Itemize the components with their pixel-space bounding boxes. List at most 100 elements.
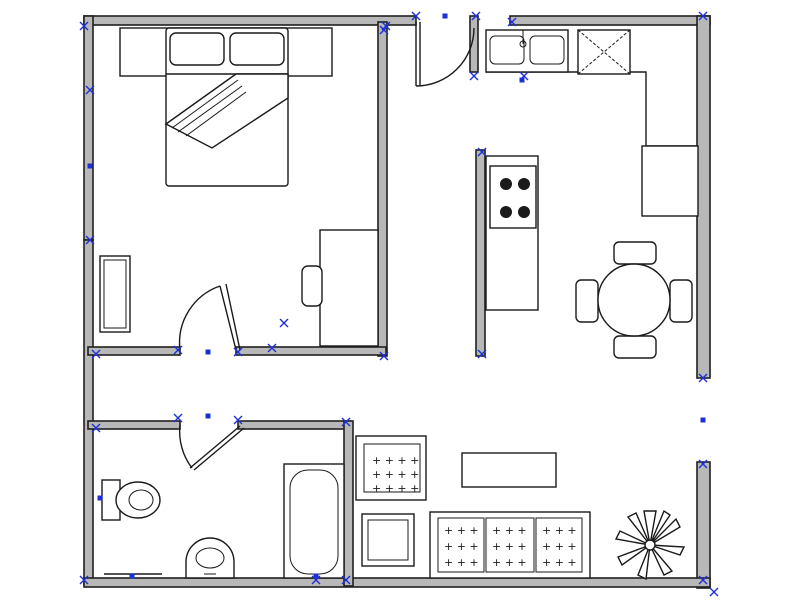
- entry-door[interactable]: [415, 22, 475, 87]
- wall-right-lower[interactable]: [696, 461, 711, 589]
- selection-handles[interactable]: [79, 11, 719, 597]
- wall-kitchen-divider[interactable]: [475, 149, 486, 357]
- wall-bedroom-bottom-left[interactable]: [87, 346, 181, 356]
- desk-chair[interactable]: [301, 265, 323, 307]
- selection-handle-x[interactable]: [469, 71, 479, 81]
- svg-text:+ + +: + + +: [542, 556, 577, 569]
- selection-handle-x[interactable]: [173, 345, 183, 355]
- selection-handle-x[interactable]: [233, 347, 243, 357]
- double-bed[interactable]: [164, 27, 289, 187]
- selection-handle-x[interactable]: [233, 415, 243, 425]
- svg-text:+ + + +: + + + +: [372, 482, 419, 495]
- selection-handle-x[interactable]: [507, 17, 517, 27]
- selection-handle-x[interactable]: [79, 575, 89, 585]
- wall-left-lower[interactable]: [83, 239, 94, 586]
- svg-text:+ + +: + + +: [542, 524, 577, 537]
- wall-top-right[interactable]: [509, 15, 711, 26]
- washbasin[interactable]: [185, 537, 235, 579]
- potted-plant[interactable]: [614, 509, 686, 581]
- selection-handle-x[interactable]: [279, 318, 289, 328]
- selection-handle-square[interactable]: [205, 413, 211, 419]
- wall-bedroom-bottom-right[interactable]: [235, 346, 387, 356]
- selection-handle-x[interactable]: [85, 235, 95, 245]
- wall-left-upper[interactable]: [83, 15, 94, 241]
- wall-bathroom-top-left[interactable]: [87, 420, 181, 430]
- svg-text:+ + + +: + + + +: [372, 468, 419, 481]
- selection-handle-x[interactable]: [85, 85, 95, 95]
- stove[interactable]: [489, 165, 537, 229]
- sofa[interactable]: + + ++ + ++ + + + + ++ + ++ + + + + ++ +…: [429, 511, 591, 579]
- refrigerator[interactable]: [641, 145, 699, 217]
- selection-handle-x[interactable]: [698, 11, 708, 21]
- wall-bathroom-right[interactable]: [343, 420, 354, 587]
- selection-handle-square[interactable]: [700, 417, 706, 423]
- selection-handle-square[interactable]: [129, 573, 135, 579]
- selection-handle-x[interactable]: [471, 11, 481, 21]
- end-table[interactable]: [361, 513, 415, 567]
- chair[interactable]: [669, 279, 693, 323]
- svg-text:+ + + +: + + + +: [372, 454, 419, 467]
- selection-handle-x[interactable]: [411, 11, 421, 21]
- bathroom-door[interactable]: [178, 424, 245, 471]
- selection-handle-x[interactable]: [379, 25, 389, 35]
- toilet[interactable]: [101, 479, 161, 521]
- bathroom: [101, 424, 345, 579]
- kitchen-island[interactable]: [485, 155, 539, 311]
- selection-handle-x[interactable]: [91, 423, 101, 433]
- wall-bottom[interactable]: [83, 577, 711, 588]
- dining-set[interactable]: [575, 241, 693, 359]
- chair[interactable]: [613, 241, 657, 265]
- wall-top-left[interactable]: [83, 15, 417, 26]
- pillow: [229, 32, 285, 66]
- selection-handle-square[interactable]: [442, 13, 448, 19]
- svg-text:+ + +: + + +: [444, 540, 479, 553]
- double-sink[interactable]: [485, 29, 569, 73]
- svg-text:+ + +: + + +: [542, 540, 577, 553]
- chair[interactable]: [613, 335, 657, 359]
- kitchen: [415, 22, 699, 311]
- chair[interactable]: [575, 279, 599, 323]
- selection-handle-x[interactable]: [267, 343, 277, 353]
- dresser[interactable]: [99, 255, 131, 333]
- burner: [500, 178, 512, 190]
- selection-handle-x[interactable]: [698, 575, 708, 585]
- selection-handle-x[interactable]: [477, 349, 487, 359]
- burner: [518, 206, 530, 218]
- svg-text:+ + +: + + +: [492, 524, 527, 537]
- svg-text:+ + +: + + +: [444, 556, 479, 569]
- round-table[interactable]: [597, 263, 671, 337]
- selection-handle-x[interactable]: [477, 147, 487, 157]
- counter-edge: [486, 71, 696, 147]
- selection-handle-square[interactable]: [205, 349, 211, 355]
- coffee-table[interactable]: [461, 452, 557, 488]
- selection-handle-square[interactable]: [519, 77, 525, 83]
- selection-handle-x[interactable]: [311, 575, 321, 585]
- selection-handle-x[interactable]: [379, 351, 389, 361]
- burner: [518, 178, 530, 190]
- bedroom: [99, 27, 379, 351]
- wall-bathroom-top-right[interactable]: [237, 420, 351, 430]
- selection-handle-square[interactable]: [87, 163, 93, 169]
- svg-text:+ + +: + + +: [444, 524, 479, 537]
- selection-handle-x[interactable]: [91, 349, 101, 359]
- selection-handle-x[interactable]: [698, 459, 708, 469]
- desk[interactable]: [319, 229, 379, 347]
- wall-right-upper[interactable]: [696, 15, 711, 379]
- range-hood[interactable]: [577, 29, 631, 75]
- living-room: + + + + + + + + + + + + + + + + + + + + + …: [355, 435, 686, 581]
- armchair[interactable]: + + + + + + + + + + + +: [355, 435, 427, 501]
- bathtub[interactable]: [283, 463, 345, 579]
- selection-handle-square[interactable]: [97, 495, 103, 501]
- selection-handle-x[interactable]: [79, 21, 89, 31]
- selection-handle-x[interactable]: [698, 373, 708, 383]
- selection-handle-square[interactable]: [313, 573, 319, 579]
- selection-handle-x[interactable]: [709, 587, 719, 597]
- bedroom-door[interactable]: [178, 283, 241, 351]
- selection-handle-x[interactable]: [173, 413, 183, 423]
- wall-bedroom-right[interactable]: [377, 21, 388, 357]
- wall-top-stub[interactable]: [469, 15, 479, 73]
- selection-handle-x[interactable]: [341, 417, 351, 427]
- selection-handle-x[interactable]: [341, 575, 351, 585]
